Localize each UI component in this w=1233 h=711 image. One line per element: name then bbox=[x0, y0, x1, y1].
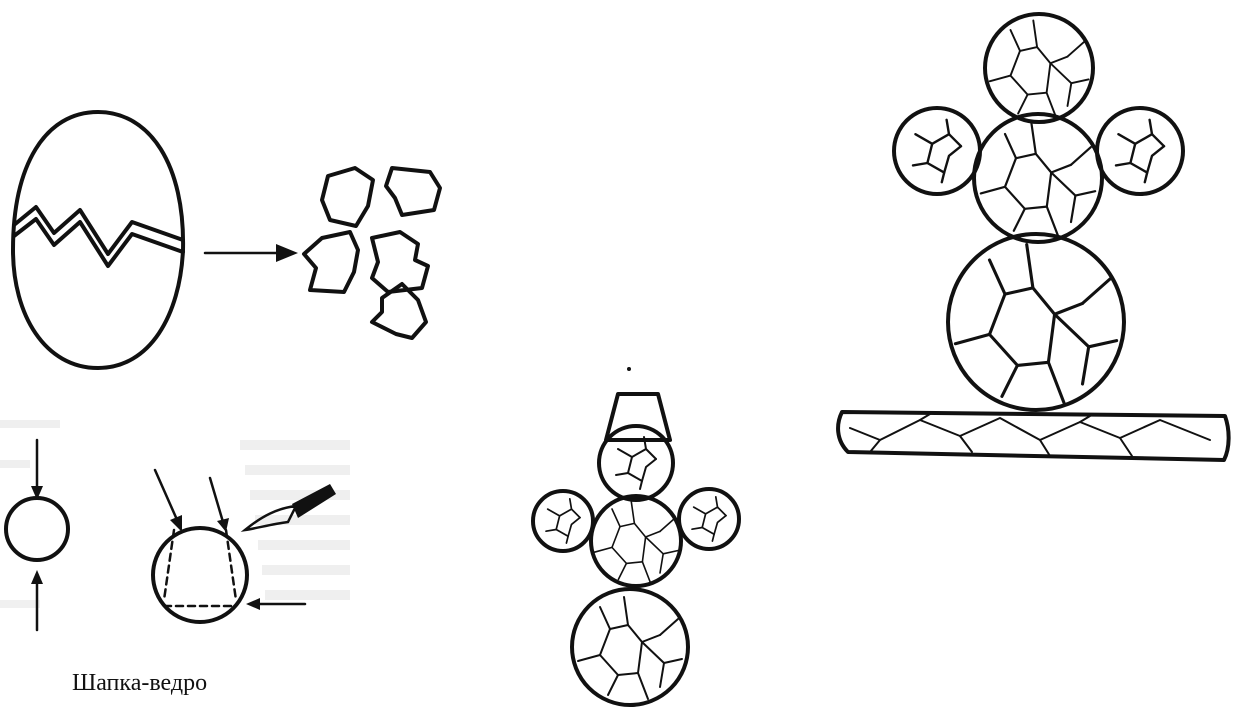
small-snowman bbox=[533, 367, 739, 705]
arrow-to-shell-pieces bbox=[205, 244, 298, 262]
bucket-hat-caption: Шапка-ведро bbox=[72, 670, 207, 697]
eggshell-fragments bbox=[304, 168, 440, 338]
large-snowman bbox=[838, 14, 1229, 460]
cracked-egg bbox=[13, 112, 183, 368]
